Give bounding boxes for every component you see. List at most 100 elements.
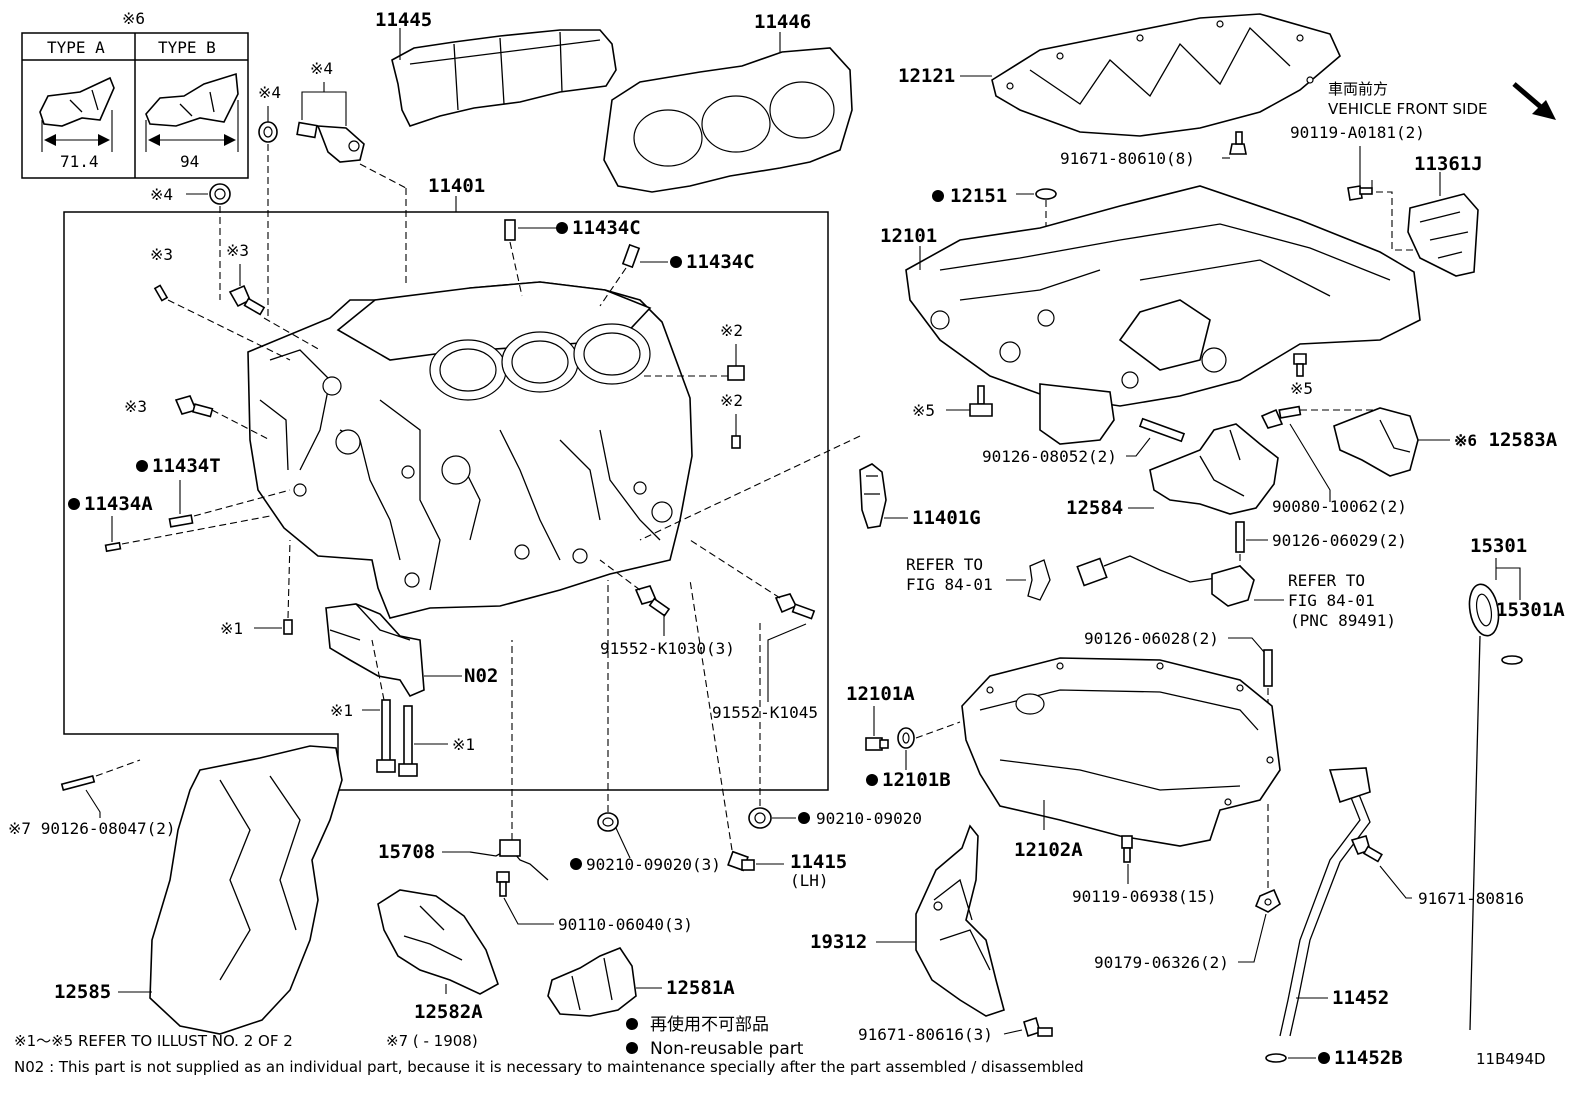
washer-m4-a xyxy=(258,121,278,143)
gasket-refer-left xyxy=(1027,559,1051,601)
figure-code: 11B494D xyxy=(1476,1050,1546,1068)
nut-90179-06326 xyxy=(1254,888,1281,913)
oil-jet-15708 xyxy=(469,839,549,881)
label-90210-09020: 90210-09020 xyxy=(816,809,922,828)
mark-m2-b: ※2 xyxy=(720,391,743,410)
mark-m3-a: ※3 xyxy=(150,245,173,264)
label-90179-06326: 90179-06326(2) xyxy=(1094,953,1229,972)
type-table-mark: ※6 xyxy=(122,9,145,28)
knock-pin-m2-b xyxy=(731,435,741,449)
label-90126-08047: ※7 90126-08047(2) xyxy=(8,819,176,838)
bolt-m3-c xyxy=(174,395,214,418)
bolt-m5-b xyxy=(1293,353,1307,377)
protector-19312 xyxy=(915,824,1005,1017)
non-reusable-dot xyxy=(556,222,568,234)
mark-m3-c: ※3 xyxy=(124,397,147,416)
cover-11361J xyxy=(1407,193,1479,277)
insulator-12582A xyxy=(377,889,499,995)
label-12121: 12121 xyxy=(898,65,955,87)
label-11401G: 11401G xyxy=(912,507,981,529)
bolt-91671-80616 xyxy=(1023,1016,1053,1038)
vehicle-front-indicator: 車両前方 VEHICLE FRONT SIDE xyxy=(1328,80,1556,120)
label-11361J: 11361J xyxy=(1414,153,1483,175)
insulator-12584 xyxy=(1149,423,1279,515)
type-b-dimension-value: 94 xyxy=(180,152,199,171)
refer-right-line2: FIG 84-01 xyxy=(1288,591,1375,610)
footnote-refer-illust: ※1～※5 REFER TO ILLUST NO. 2 OF 2 xyxy=(14,1032,293,1050)
non-reusable-dot xyxy=(866,774,878,786)
label-12101: 12101 xyxy=(880,225,937,247)
label-11434C-a: 11434C xyxy=(572,217,641,239)
label-11446: 11446 xyxy=(754,11,811,33)
bolt-91671-80610 xyxy=(1229,131,1247,155)
label-91671-80610: 91671-80610(8) xyxy=(1060,149,1195,168)
knock-pin-m2-a xyxy=(727,365,745,381)
bolt-90119-06938 xyxy=(1121,835,1133,863)
pin-m1 xyxy=(283,619,293,635)
bolt-m3-a xyxy=(228,284,266,316)
label-90110-06040: 90110-06040(3) xyxy=(558,915,693,934)
label-12581A: 12581A xyxy=(666,977,735,999)
label-91552-K1030: 91552-K1030(3) xyxy=(600,639,735,658)
straight-pin-11434A xyxy=(104,541,122,553)
cylinder-block xyxy=(247,281,693,619)
n02-bearing-cap xyxy=(325,603,425,698)
type-a-dimension: 71.4 xyxy=(41,110,113,171)
mark-m1-c: ※1 xyxy=(452,735,475,754)
oil-level-sensor xyxy=(1076,555,1255,607)
pin-m3 xyxy=(153,284,169,302)
label-90126-08052: 90126-08052(2) xyxy=(982,447,1117,466)
non-reusable-dot xyxy=(798,812,810,824)
dowel-pin-11434C-a xyxy=(504,219,516,241)
type-b-label: TYPE B xyxy=(158,38,216,57)
non-reusable-dot xyxy=(932,190,944,202)
type-a-insulator-icon xyxy=(39,76,115,127)
cylinder-block-group: 11401 xyxy=(63,175,829,791)
non-reusable-dot xyxy=(68,498,80,510)
label-11445: 11445 xyxy=(375,9,432,31)
mark-m4-b: ※4 xyxy=(310,59,333,78)
insulator-12583A xyxy=(1333,407,1419,477)
label-12584: 12584 xyxy=(1066,497,1123,519)
non-reusable-dot xyxy=(570,858,582,870)
bolt-90119-A0181 xyxy=(1347,185,1373,201)
mark-m1-b: ※1 xyxy=(330,701,353,720)
insulator-12581A xyxy=(547,947,637,1017)
label-91552-K1045: 91552-K1045 xyxy=(712,703,818,722)
stud-90126-06028 xyxy=(1263,649,1273,687)
vehicle-front-jp: 車両前方 xyxy=(1328,80,1388,98)
label-12101B: 12101B xyxy=(882,769,951,791)
label-12583A: ※6 12583A xyxy=(1454,429,1558,451)
label-11434A: 11434A xyxy=(84,493,153,515)
label-11415-sub: (LH) xyxy=(790,871,829,890)
bolt-90080-10062 xyxy=(1260,405,1302,429)
non-reusable-dot xyxy=(670,256,682,268)
label-12151: 12151 xyxy=(950,185,1007,207)
type-a-dimension-value: 71.4 xyxy=(60,152,99,171)
insulator-12585 xyxy=(149,745,343,1035)
label-90126-06028: 90126-06028(2) xyxy=(1084,629,1219,648)
label-12102A: 12102A xyxy=(1014,839,1083,861)
bolt-91671-80816 xyxy=(1350,835,1383,863)
label-11434C-b: 11434C xyxy=(686,251,755,273)
mark-m5-b: ※5 xyxy=(1290,379,1313,398)
o-ring-11452B xyxy=(1265,1053,1287,1063)
oil-jet-m4 xyxy=(296,121,365,163)
mark-m7-a: ※7 xyxy=(8,819,31,838)
type-table: ※6 TYPE A TYPE B 71.4 94 xyxy=(21,9,249,179)
label-90210-09020-3: 90210-09020(3) xyxy=(586,855,721,874)
type-b-dimension: 94 xyxy=(145,100,239,171)
mark-m3-b: ※3 xyxy=(226,241,249,260)
legend-dot-icon xyxy=(626,1042,638,1054)
bolt-90110-06040 xyxy=(496,871,510,897)
o-ring-15301A xyxy=(1501,655,1523,665)
mark-m1-a: ※1 xyxy=(220,619,243,638)
gasket-90210-09020 xyxy=(748,807,772,829)
stud-90126-08052 xyxy=(1138,417,1186,443)
label-90080-10062: 90080-10062(2) xyxy=(1272,497,1407,516)
dipstick-guide-11452 xyxy=(1279,767,1371,1037)
insulator-11446 xyxy=(603,47,853,193)
label-91671-80816: 91671-80816 xyxy=(1418,889,1524,908)
label-n02: N02 xyxy=(464,665,498,687)
